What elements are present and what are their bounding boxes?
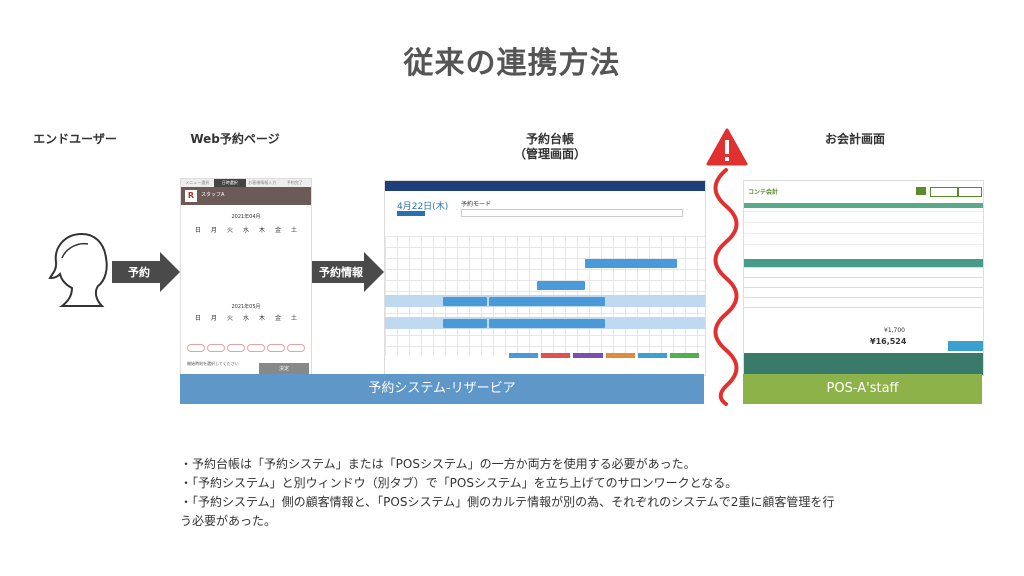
weekday-label: 土 — [290, 315, 297, 322]
step-3: お客様情報入力 — [248, 180, 277, 185]
ledger-legend — [509, 353, 700, 358]
reservation-system-bar: 予約システム-リザービア — [180, 374, 704, 404]
weekday-label: 火 — [226, 227, 233, 234]
weekday-label: 日 — [194, 315, 201, 322]
reserve-info-arrow-label: 予約情報 — [319, 266, 363, 279]
step-2: 日時選択 — [213, 179, 246, 187]
weekday-label: 日 — [194, 227, 201, 234]
reservation-block[interactable] — [489, 319, 605, 328]
step-4: 予約完了 — [286, 180, 303, 185]
pos-table-header — [744, 259, 983, 267]
pos-side-button[interactable] — [948, 341, 983, 351]
time-slot[interactable] — [227, 344, 245, 352]
staff-name: スタッフA — [201, 192, 225, 198]
ledger-label-line1: 予約台帳 — [525, 132, 574, 146]
ledger-navbar — [385, 181, 705, 191]
ledger-screenshot: 4月22日(木) 予約モード — [384, 180, 706, 376]
ledger-date: 4月22日(木) — [397, 202, 449, 212]
reservation-block[interactable] — [443, 319, 487, 328]
reservation-block[interactable] — [585, 259, 677, 268]
confirm-button[interactable]: 決定 — [259, 363, 309, 375]
pos-header-button[interactable] — [930, 187, 958, 197]
select-time-notice: 開始時刻を選択してください — [187, 361, 239, 366]
page-title: 従来の連携方法 — [403, 46, 621, 81]
note-line: ・予約台帳は「予約システム」または「POSシステム」の一方か両方を使用する必要が… — [180, 457, 696, 471]
pos-header-title: コンテ会計 — [748, 189, 779, 196]
reservation-block[interactable] — [443, 297, 487, 306]
note-line: う必要があった。 — [180, 514, 277, 528]
reserve-info-arrow: 予約情報 — [312, 252, 384, 292]
weekday-label: 木 — [258, 315, 265, 322]
month-2: 2021年05月 — [231, 304, 261, 310]
note-line: ・「予約システム」側の顧客情報と、「POSシステム」側のカルテ情報が別の為、それ… — [180, 495, 835, 509]
time-slot[interactable] — [207, 344, 225, 352]
note-line: ・「予約システム」と別ウィンドウ（別タブ）で「POSシステム」を立ち上げてのサロ… — [180, 476, 738, 490]
reserve-arrow-label: 予約 — [128, 266, 150, 279]
red-wavy-divider — [713, 168, 739, 406]
reserve-arrow: 予約 — [112, 252, 180, 292]
booking-steps: メニュー選択 日時選択 お客様情報入力 予約完了 — [181, 179, 311, 187]
web-booking-label: Web予約ページ — [190, 132, 280, 146]
pos-subtotal: ¥1,700 — [884, 327, 905, 334]
pos-header-button[interactable] — [958, 187, 982, 197]
time-slot[interactable] — [267, 344, 285, 352]
time-slots — [187, 344, 305, 352]
ledger-mode: 予約モード — [461, 201, 492, 208]
calendar-may: 日月火水木金土 — [190, 313, 302, 337]
end-user-label: エンドユーザー — [33, 132, 117, 146]
time-slot[interactable] — [247, 344, 265, 352]
calendar-april: 日月火水木金土 — [190, 225, 302, 285]
staff-avatar: R — [185, 190, 197, 202]
step-1: メニュー選択 — [185, 180, 210, 185]
pos-header: コンテ会計 — [744, 185, 983, 199]
pos-total: ¥16,524 — [870, 337, 907, 346]
pos-item-table — [744, 267, 983, 317]
pos-accent-line — [744, 203, 983, 208]
user-silhouette-icon — [48, 232, 108, 307]
reservation-block[interactable] — [537, 281, 585, 290]
ledger-tabs[interactable] — [461, 209, 683, 217]
ledger-label-line2: （管理画面） — [513, 147, 586, 161]
weekday-label: 木 — [258, 227, 265, 234]
time-slot[interactable] — [187, 344, 205, 352]
weekday-label: 月 — [210, 315, 217, 322]
time-slot[interactable] — [287, 344, 305, 352]
home-icon[interactable] — [916, 187, 926, 195]
pos-customer-fields — [744, 211, 983, 255]
ledger-label: 予約台帳 （管理画面） — [500, 132, 600, 162]
weekday-label: 水 — [242, 227, 249, 234]
weekday-label: 土 — [290, 227, 297, 234]
web-booking-screenshot: メニュー選択 日時選択 お客様情報入力 予約完了 R スタッフA 2021年04… — [180, 178, 312, 376]
weekday-label: 金 — [274, 227, 281, 234]
pos-system-bar: POS-A'staff — [743, 374, 982, 404]
weekday-label: 水 — [242, 315, 249, 322]
checkout-label: お会計画面 — [824, 132, 885, 146]
pos-function-bar[interactable] — [744, 353, 983, 375]
warning-icon — [706, 128, 748, 166]
weekday-label: 火 — [226, 315, 233, 322]
month-1: 2021年04月 — [231, 214, 261, 220]
reservation-block[interactable] — [489, 297, 605, 306]
staff-header: R スタッフA — [181, 187, 311, 205]
notes: ・予約台帳は「予約システム」または「POSシステム」の一方か両方を使用する必要が… — [180, 455, 980, 531]
weekday-label: 金 — [274, 315, 281, 322]
weekday-label: 月 — [210, 227, 217, 234]
ledger-toolbar-buttons[interactable] — [397, 211, 425, 216]
pos-screenshot: コンテ会計 ¥1,700 ¥16,524 — [743, 180, 984, 376]
